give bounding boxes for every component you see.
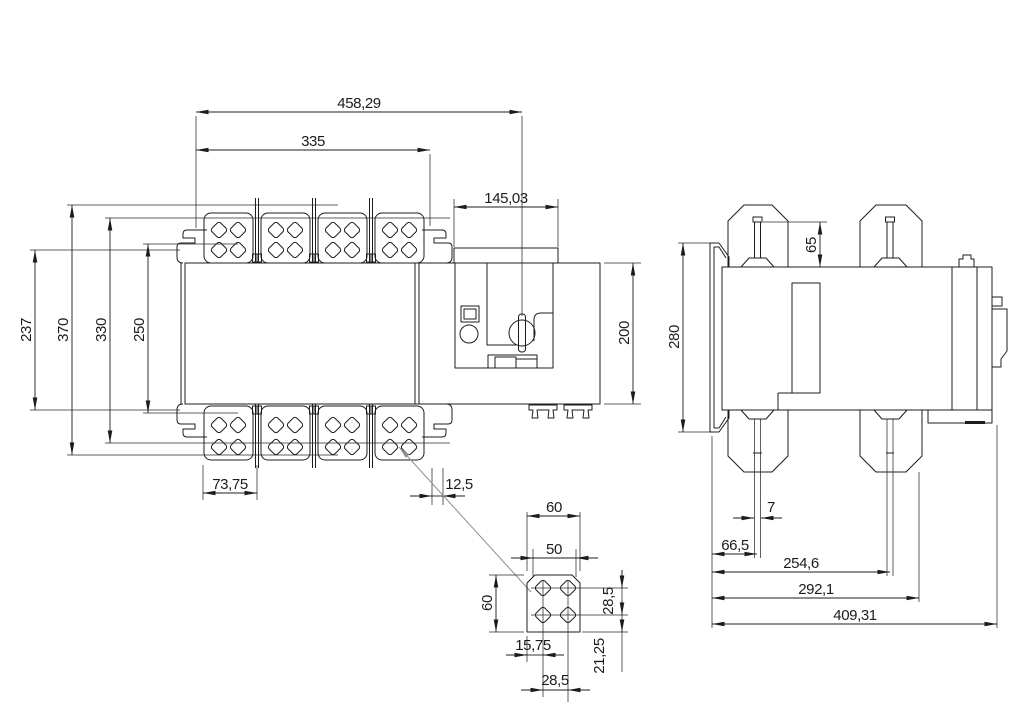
hook-bottom-right — [422, 403, 453, 438]
side-body-outline — [721, 266, 993, 411]
dim-label-7: 7 — [767, 499, 775, 516]
side-handle-bump — [992, 308, 1008, 368]
dim-label-15-75: 15,75 — [515, 637, 551, 654]
hook-top-right — [422, 229, 453, 264]
dim-label-237: 237 — [18, 318, 35, 342]
front-view: 458,29 335 145,03 237 370 330 250 — [18, 95, 641, 505]
terminal-pad — [261, 213, 310, 263]
bracket-inner-bend — [718, 416, 727, 429]
dim-label-335: 335 — [301, 133, 325, 150]
dim-label-65: 65 — [803, 237, 820, 253]
shroud-bottom-1 — [727, 410, 789, 473]
detail-plate — [526, 574, 581, 633]
control-terminal-block — [494, 356, 517, 369]
side-dimensions: 280 65 7 66,5 254,6 292,1 409,31 — [666, 221, 998, 628]
clamp-screw — [366, 405, 376, 415]
nameplate — [791, 282, 821, 394]
detail-dimensions: 60 50 60 28,5 21,25 15,75 — [479, 499, 628, 702]
front-motor-unit — [454, 263, 593, 419]
terminal-pad — [204, 406, 253, 460]
dim-label-200: 200 — [616, 321, 633, 345]
front-mounting-hooks — [176, 229, 453, 438]
side-terminal-shrouds — [727, 204, 923, 576]
indicator-window-inner — [463, 308, 477, 320]
bracket-inner-bend — [718, 246, 727, 259]
terminal-pad — [261, 406, 310, 460]
dim-label-21-25: 21,25 — [591, 638, 608, 674]
bracket-bend-top — [718, 242, 730, 267]
dim-label-60-left: 60 — [479, 595, 496, 611]
pushbutton — [459, 324, 479, 344]
terminal-screw-head — [885, 216, 895, 223]
dim-label-28-5-horizontal: 28,5 — [541, 672, 569, 689]
front-terminal-pads-bottom — [204, 403, 424, 469]
mounting-foot-left — [528, 404, 558, 419]
phase-barrier — [369, 197, 373, 263]
front-dimensions: 458,29 335 145,03 237 370 330 250 — [18, 95, 641, 505]
hook-bottom-left — [176, 403, 207, 438]
side-mounting-bracket — [709, 242, 719, 433]
bracket-inner — [713, 246, 719, 429]
front-drive-lid — [453, 247, 559, 264]
clamp-screw — [366, 253, 376, 263]
detail-leader-arrow — [398, 446, 532, 593]
motor-handle-recess — [533, 312, 553, 341]
clamp-screw — [252, 405, 262, 415]
terminal-pad — [375, 406, 424, 460]
dim-label-292-1: 292,1 — [798, 581, 834, 598]
side-handle-tab — [991, 296, 1003, 307]
dim-label-28-5-vertical: 28,5 — [600, 587, 617, 615]
dim-label-330: 330 — [93, 318, 110, 342]
detail-plate-outline — [526, 574, 581, 633]
dim-label-250: 250 — [131, 318, 148, 342]
top-latch — [958, 254, 975, 267]
dim-label-50: 50 — [546, 541, 562, 558]
screw-base — [740, 409, 775, 420]
dim-label-12-5: 12,5 — [445, 476, 473, 493]
dim-label-458-29: 458,29 — [337, 95, 381, 112]
clamp-screw — [252, 253, 262, 263]
dim-label-73-75: 73,75 — [212, 476, 248, 493]
clamp-screw — [309, 253, 319, 263]
terminal-pad — [204, 213, 253, 263]
dim-label-280: 280 — [666, 325, 683, 349]
side-body — [709, 242, 1008, 433]
dim-label-370: 370 — [55, 318, 72, 342]
motor-housing — [454, 263, 554, 369]
base-pad — [965, 421, 985, 424]
dim-label-409-31: 409,31 — [833, 607, 877, 624]
hook-top-left — [176, 229, 207, 264]
terminal-detail-view: 60 50 60 28,5 21,25 15,75 — [479, 499, 628, 702]
phase-barrier — [312, 197, 316, 263]
front-body — [180, 247, 601, 405]
front-terminal-pads-top — [204, 197, 424, 263]
terminal-pad — [318, 406, 367, 460]
mounting-foot-right — [563, 404, 593, 419]
dim-label-60-top: 60 — [546, 499, 562, 516]
dim-label-145-03: 145,03 — [484, 190, 528, 207]
front-body-outline — [184, 262, 601, 405]
terminal-screw-head — [752, 216, 763, 223]
side-view: 280 65 7 66,5 254,6 292,1 409,31 — [666, 204, 1008, 628]
side-base — [927, 409, 993, 424]
clamp-screw — [309, 405, 319, 415]
shroud-bottom-2 — [859, 410, 923, 473]
motor-inner-partition — [486, 263, 516, 346]
dim-label-254-6: 254,6 — [783, 555, 819, 572]
indicator-window — [460, 305, 480, 323]
screw-base — [873, 257, 908, 268]
handle-boss — [508, 319, 536, 347]
shroud-top-1 — [727, 204, 789, 267]
shroud-top-2 — [859, 204, 923, 267]
screw-base — [740, 257, 775, 268]
bracket-bend-bottom — [718, 410, 730, 433]
terminal-pad — [318, 213, 367, 263]
phase-barrier — [255, 197, 259, 263]
terminal-pad — [375, 213, 424, 263]
dim-label-66-5: 66,5 — [721, 537, 749, 554]
screw-base — [873, 409, 908, 420]
